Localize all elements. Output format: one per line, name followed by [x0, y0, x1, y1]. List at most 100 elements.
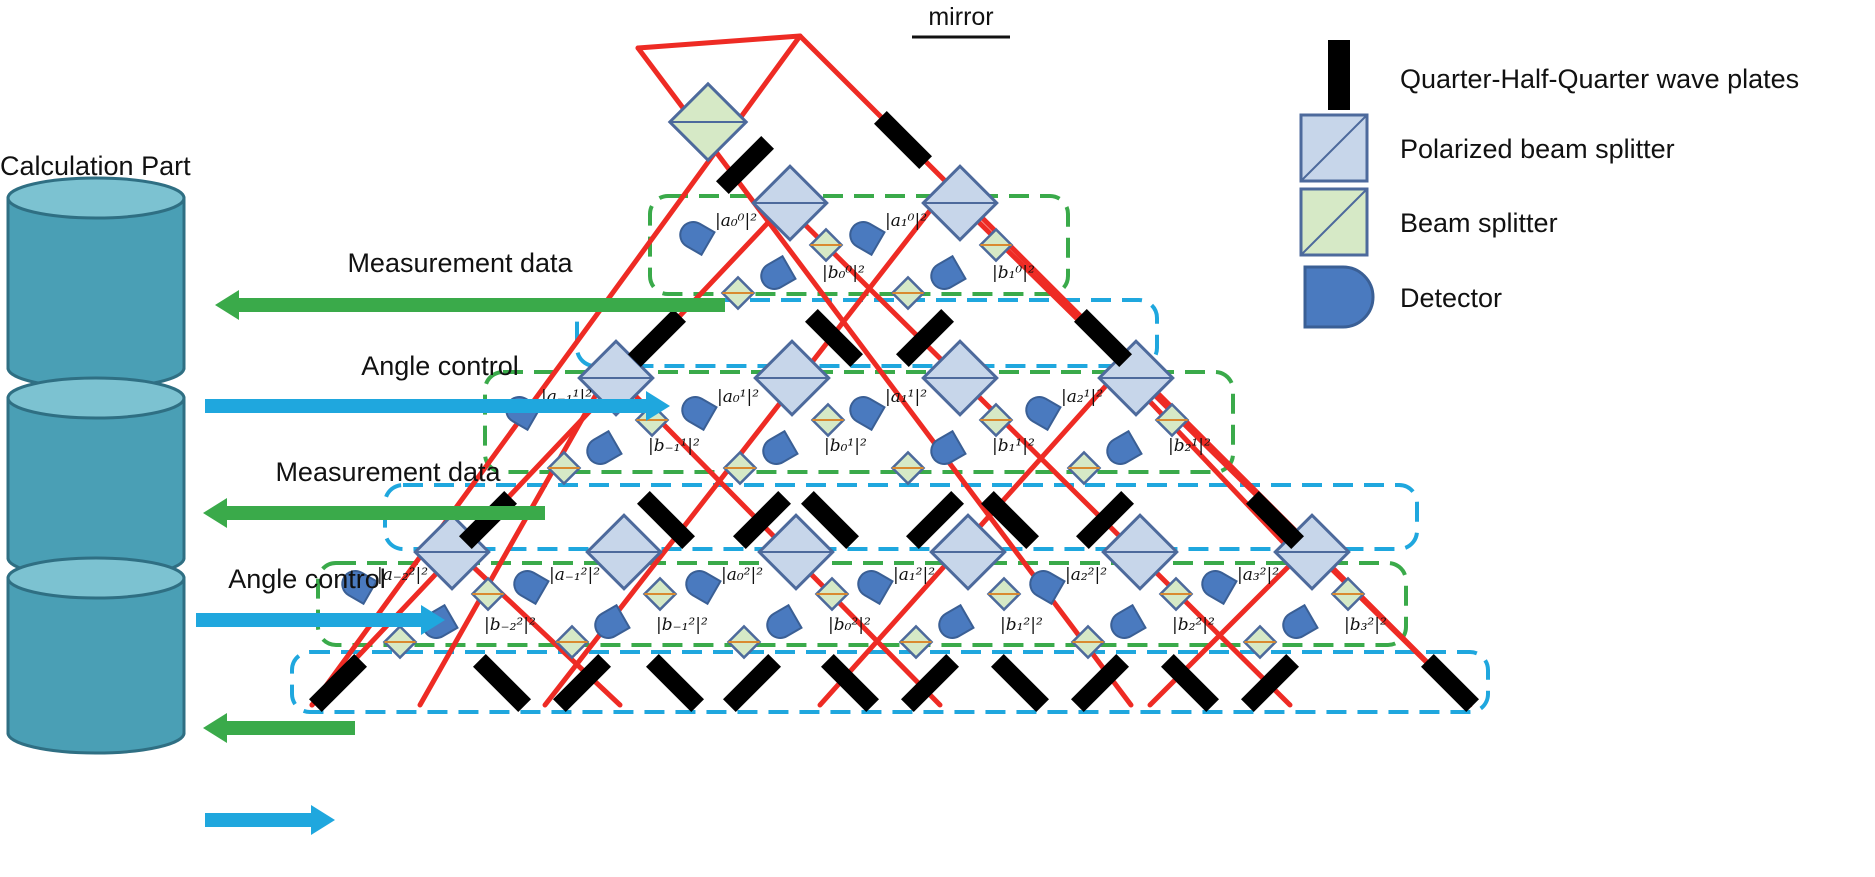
small-beam-splitter: [726, 624, 762, 660]
detector: [849, 221, 886, 257]
laser-beam: [417, 367, 613, 708]
polarized-beam-splitter: [1101, 513, 1179, 591]
measurement-b-label: |b₁¹|²: [992, 436, 1035, 456]
legend-label: Quarter-Half-Quarter wave plates: [1400, 64, 1799, 94]
measurement-b-label: |b₀⁰|²: [822, 263, 865, 283]
legend-label: Detector: [1400, 283, 1502, 313]
wave-plate: [723, 654, 781, 712]
measurement-b-label: |b₀¹|²: [824, 436, 867, 456]
polarized-beam-splitter: [921, 339, 999, 417]
wave-plate: [1241, 654, 1299, 712]
wave-plate: [991, 654, 1049, 712]
angle-control-arrow: [205, 805, 335, 835]
detector: [857, 570, 894, 606]
wave-plate: [716, 136, 774, 194]
mirror-label: mirror: [928, 3, 993, 31]
wave-plate: [981, 491, 1039, 549]
measurement-b-label: |b₀²|²: [828, 615, 871, 635]
small-beam-splitter: [808, 227, 844, 263]
wave-plate: [646, 654, 704, 712]
small-beam-splitter: [1070, 624, 1106, 660]
wave-plate: [1421, 654, 1479, 712]
detector: [930, 429, 967, 465]
wave-plate: [821, 654, 879, 712]
layer-frame: [316, 561, 1408, 647]
layer-frame: [483, 370, 1235, 474]
small-beam-splitter: [1066, 450, 1102, 486]
detector: [1025, 396, 1062, 432]
small-beam-splitter: [1154, 402, 1190, 438]
calculation-cylinder: [6, 556, 186, 755]
small-beam-splitter: [1158, 576, 1194, 612]
detector: [766, 603, 803, 639]
measurement-a-label: |a₂²|²: [1065, 565, 1107, 585]
wave-plate: [896, 309, 954, 367]
detector: [762, 429, 799, 465]
small-beam-splitter: [1242, 624, 1278, 660]
small-beam-splitter: [382, 624, 418, 660]
detector: [930, 254, 967, 290]
legend-item: Beam splitter: [1299, 187, 1558, 257]
small-beam-splitter: [554, 624, 590, 660]
detector: [685, 570, 722, 606]
input-beam-splitter: [667, 81, 749, 163]
laser-beam: [635, 33, 803, 51]
wave-plate: [801, 491, 859, 549]
small-beam-splitter: [898, 624, 934, 660]
wave-plate: [628, 309, 686, 367]
polarized-beam-splitter: [751, 164, 829, 242]
layer-frame: [290, 650, 1490, 714]
legend-label: Polarized beam splitter: [1400, 134, 1675, 164]
small-beam-splitter: [642, 576, 678, 612]
wave-plate: [1074, 309, 1132, 367]
measurement-a-label: |a₁²|²: [893, 565, 935, 585]
wave-plate: [1161, 654, 1219, 712]
measurement-a-label: |a₂¹|²: [1061, 387, 1103, 407]
measurement-b-label: |b₂²|²: [1172, 615, 1215, 635]
measurement-b-label: |b₋₁²|²: [656, 615, 708, 635]
detector: [513, 570, 550, 606]
small-beam-splitter: [810, 402, 846, 438]
measurement-a-label: |a₋₁²|²: [549, 565, 600, 585]
measurement-labels: |a₀⁰|²|b₀⁰|²|a₁⁰|²|b₁⁰|²|a₋₁¹|²|b₋₁¹|²|a…: [377, 211, 1387, 635]
angle-control-arrow: Angle control: [196, 564, 445, 635]
detector: [1110, 603, 1147, 639]
detector: [341, 570, 378, 606]
arrow-label: Angle control: [361, 351, 519, 381]
measurement-data-arrow: Measurement data: [203, 457, 545, 528]
legend-item: Detector: [1303, 265, 1502, 329]
calculation-part-label: Calculation Part: [0, 151, 191, 181]
measurement-b-label: |b₋₁¹|²: [648, 436, 700, 456]
polarized-beam-splitter: [929, 513, 1007, 591]
laser-beam: [943, 187, 1473, 708]
arrow-label: Measurement data: [275, 457, 501, 487]
calculation-cylinder: [6, 376, 186, 580]
small-beam-splitter: [978, 402, 1014, 438]
detector: [1106, 429, 1143, 465]
detector-icon: [1303, 265, 1375, 329]
wave-plate: [1071, 654, 1129, 712]
calculation-cylinder: [6, 176, 186, 390]
measurement-b-label: |b₁²|²: [1000, 615, 1043, 635]
measurement-a-label: |a₁¹|²: [885, 387, 927, 407]
wave-plate: [1076, 491, 1134, 549]
detector: [938, 603, 975, 639]
wave-plate: [637, 491, 695, 549]
legend-item: Quarter-Half-Quarter wave plates: [1328, 40, 1799, 110]
angle-control-arrow: Angle control: [205, 351, 670, 421]
small-beam-splitter: [814, 576, 850, 612]
wave-plate: [805, 309, 863, 367]
legend-item: Polarized beam splitter: [1299, 113, 1675, 183]
wave-plate: [874, 111, 932, 169]
detector: [681, 396, 718, 432]
legend-label: Beam splitter: [1400, 208, 1558, 238]
measurement-b-label: |b₁⁰|²: [992, 263, 1035, 283]
optical-components: [309, 81, 1479, 712]
polarized-beam-splitter: [921, 164, 999, 242]
detector: [1201, 570, 1238, 606]
laser-beam: [767, 187, 1293, 708]
detector: [760, 254, 797, 290]
